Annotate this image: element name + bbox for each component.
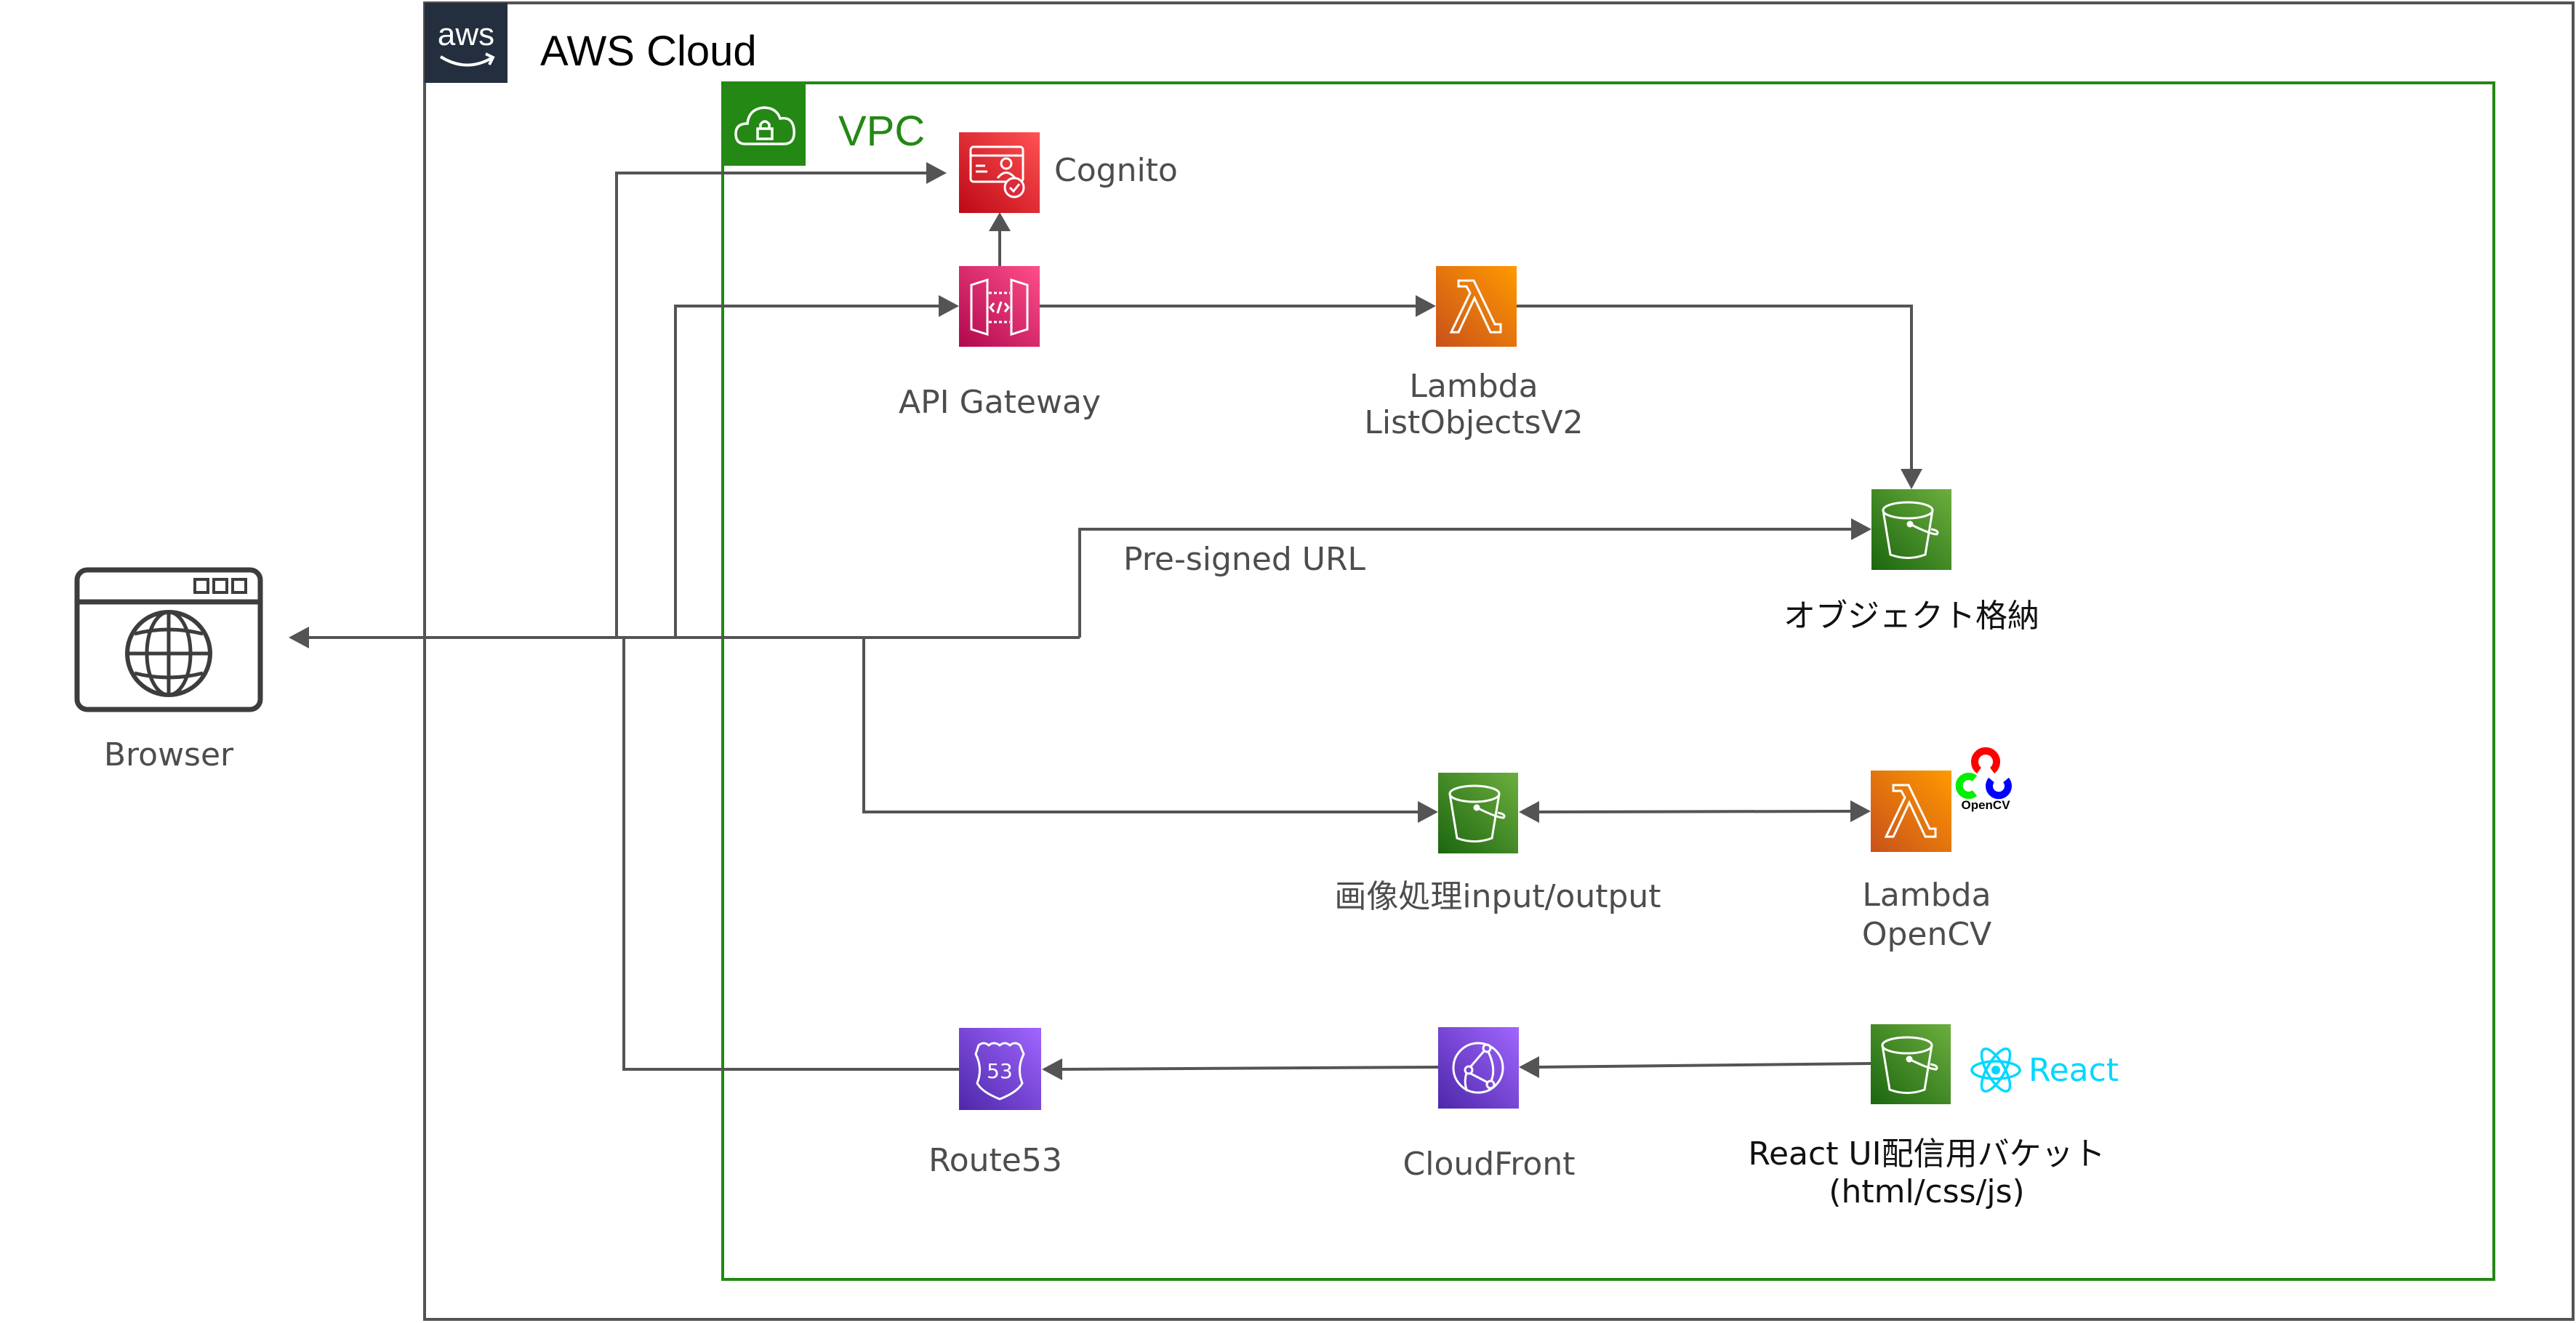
edge-browser-cognito bbox=[615, 172, 931, 638]
arrowhead-route53 bbox=[1042, 1058, 1062, 1080]
edge-route53-browser bbox=[622, 638, 959, 1071]
bucket-glyph bbox=[1881, 1036, 1938, 1094]
lambda-opencv-label-line2: OpenCV bbox=[1862, 916, 1991, 953]
aws-logo-icon bbox=[425, 3, 507, 83]
arrowhead-opencv bbox=[1850, 800, 1871, 822]
lambda-icon bbox=[1436, 266, 1517, 347]
arrowhead-s3-objects bbox=[1851, 518, 1871, 540]
lambda-listobjects-label-line2: ListObjectsV2 bbox=[1364, 404, 1583, 441]
cloudfront-node[interactable]: CloudFront bbox=[1403, 1027, 1576, 1183]
lambda-glyph bbox=[1884, 784, 1937, 838]
s3-react-label-line2: (html/css/js) bbox=[1829, 1173, 2024, 1210]
arrowhead-s3io bbox=[1418, 801, 1438, 823]
edge-browser-apigw bbox=[674, 305, 942, 638]
cloudfront-glyph bbox=[1452, 1042, 1504, 1094]
lambda-opencv-label-line1: Lambda bbox=[1862, 877, 1991, 914]
cognito-glyph bbox=[969, 145, 1025, 198]
arrowhead-s3io-left bbox=[1519, 801, 1539, 823]
vpc-cloud-lock-icon bbox=[734, 106, 795, 145]
s3-objects-node[interactable]: オブジェクト格納 bbox=[1783, 489, 2039, 635]
cognito-node[interactable]: Cognito bbox=[959, 132, 1178, 213]
cloudfront-label: CloudFront bbox=[1403, 1146, 1576, 1183]
lambda-glyph bbox=[1449, 279, 1502, 334]
edge-browser-s3io bbox=[862, 638, 1421, 813]
cloudfront-icon bbox=[1438, 1027, 1519, 1109]
lambda-listobjects-node[interactable]: Lambda ListObjectsV2 bbox=[1364, 266, 1584, 441]
bucket-glyph bbox=[1882, 501, 1939, 559]
edge-presigned-url bbox=[1078, 528, 1853, 638]
browser-node[interactable]: Browser bbox=[74, 567, 263, 773]
vpc-label: VPC bbox=[838, 108, 925, 155]
opencv-logo-icon: OpenCV bbox=[1955, 747, 2012, 812]
lambda-opencv-node[interactable]: OpenCV Lambda OpenCV bbox=[1862, 747, 2012, 953]
arrowhead-apigw-cognito bbox=[989, 212, 1011, 231]
s3-react-label-line1: React UI配信用バケット bbox=[1748, 1135, 2105, 1173]
arrowhead-cognito bbox=[926, 162, 947, 184]
bucket-glyph bbox=[1448, 784, 1506, 843]
route53-icon-text: 53 bbox=[987, 1059, 1013, 1083]
s3-react-node[interactable]: React React UI配信用バケット (html/css/js) bbox=[1748, 1024, 2119, 1210]
route53-node[interactable]: 53 Route53 bbox=[928, 1028, 1062, 1179]
api-gateway-label: API Gateway bbox=[899, 384, 1101, 421]
arrowhead-s3-down bbox=[1901, 469, 1922, 489]
aws-logo-text: aws bbox=[438, 17, 494, 52]
edge-label-presigned-url: Pre-signed URL bbox=[1123, 541, 1366, 578]
connectors: Pre-signed URL bbox=[289, 162, 1922, 1080]
vpc-group: VPC bbox=[721, 81, 2495, 1281]
opencv-badge-text: OpenCV bbox=[1961, 798, 2010, 812]
browser-label: Browser bbox=[104, 736, 234, 773]
api-gateway-node[interactable]: API Gateway bbox=[899, 266, 1101, 421]
aws-cloud-border bbox=[423, 1, 2575, 1321]
route53-shield-glyph bbox=[974, 1042, 1025, 1101]
edge-s3react-cloudfront bbox=[1536, 1062, 1871, 1069]
lambda-icon bbox=[1871, 771, 1951, 852]
s3-objects-label: オブジェクト格納 bbox=[1783, 598, 2039, 635]
vpc-border bbox=[721, 81, 2495, 1281]
api-gateway-glyph bbox=[970, 278, 1029, 337]
route53-icon bbox=[959, 1028, 1041, 1110]
s3-image-io-node[interactable]: 画像処理input/output bbox=[1334, 773, 1661, 915]
arrowhead-lambda-list bbox=[1416, 295, 1436, 317]
aws-cloud-label: AWS Cloud bbox=[540, 28, 757, 75]
aws-cloud-group: aws AWS Cloud bbox=[423, 1, 2575, 1321]
route53-label: Route53 bbox=[928, 1142, 1062, 1179]
s3-image-io-label: 画像処理input/output bbox=[1334, 878, 1661, 915]
react-badge-text: React bbox=[2029, 1052, 2119, 1089]
aws-smile-icon bbox=[439, 52, 495, 67]
arrowhead-browser bbox=[289, 627, 309, 648]
browser-globe-icon bbox=[74, 567, 263, 712]
arrowhead-apigw bbox=[939, 295, 959, 317]
arrowhead-cloudfront bbox=[1519, 1056, 1539, 1078]
edge-cloudfront-route53 bbox=[1059, 1066, 1439, 1071]
lambda-listobjects-label-line1: Lambda bbox=[1409, 368, 1538, 405]
react-logo-icon bbox=[1970, 1047, 2021, 1093]
edge-lambda-s3 bbox=[1517, 305, 1913, 472]
cognito-label: Cognito bbox=[1054, 152, 1178, 189]
edge-s3io-opencv bbox=[1535, 810, 1855, 813]
